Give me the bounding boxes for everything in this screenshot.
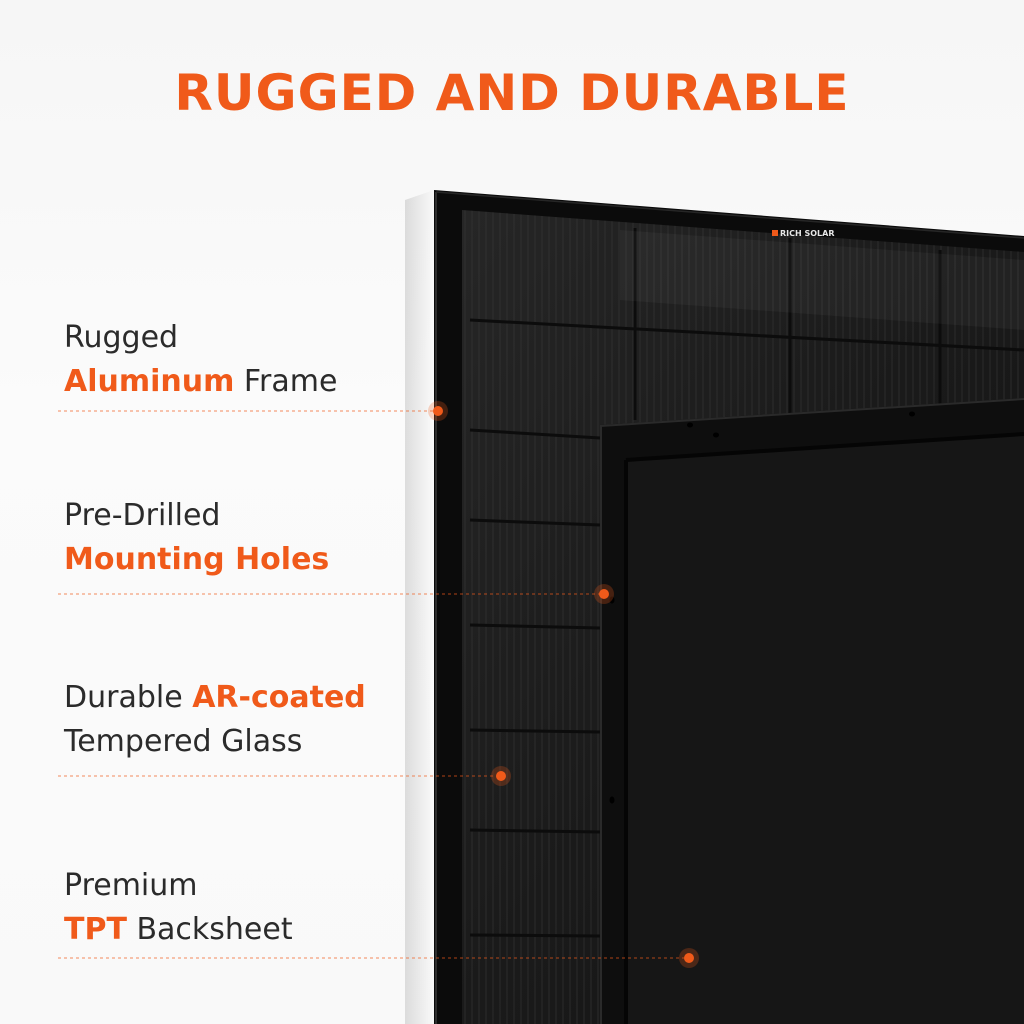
feature-line-1: Rugged: [64, 320, 179, 355]
panel-shadow: [405, 190, 434, 1024]
page-title: RUGGED AND DURABLE: [174, 64, 850, 122]
feature-line-2: Tempered Glass: [64, 724, 303, 759]
tpt-backsheet: [626, 434, 1024, 1024]
feature-line-1: Premium: [64, 868, 198, 903]
brand-mark-icon: [772, 230, 778, 236]
feature-line-2: TPT Backsheet: [64, 912, 293, 947]
feature-line-1: Durable AR-coated: [64, 680, 366, 715]
brand-logo: RICH SOLAR: [772, 230, 835, 238]
feature-mounting-holes: Pre-Drilled Mounting Holes: [64, 494, 329, 582]
feature-line-1: Pre-Drilled: [64, 498, 221, 533]
mounting-holes: [609, 411, 915, 804]
feature-line-2: Mounting Holes: [64, 542, 330, 577]
feature-tpt-backsheet: Premium TPT Backsheet: [64, 864, 293, 952]
feature-ar-coated-glass: Durable AR-coated Tempered Glass: [64, 676, 366, 764]
feature-aluminum-frame: Rugged Aluminum Frame: [64, 316, 337, 404]
feature-line-2: Aluminum Frame: [64, 364, 338, 399]
